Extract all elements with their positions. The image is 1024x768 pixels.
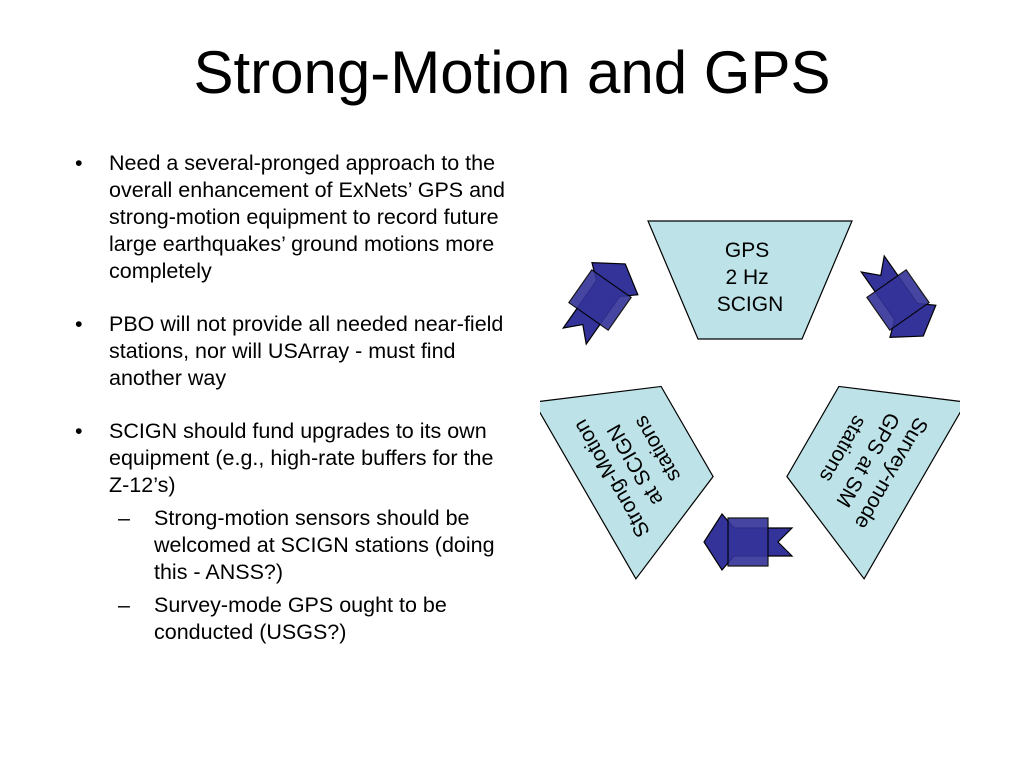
bullet-text: Need a several-pronged approach to the o… <box>109 151 505 283</box>
top-box <box>647 220 853 340</box>
ribbon-arrow-bottom-icon <box>703 512 794 572</box>
sub-bullet-list: Strong-motion sensors should be welcomed… <box>109 505 512 646</box>
ribbon-arrow-upper-right-icon <box>859 254 937 338</box>
bullet-text: SCIGN should fund upgrades to its own eq… <box>109 419 494 497</box>
right-box <box>786 385 960 580</box>
top-box-line: GPS <box>725 239 769 262</box>
top-box-line: SCIGN <box>717 293 784 316</box>
slide-title: Strong-Motion and GPS <box>193 39 831 106</box>
sub-bullet-item: Survey-mode GPS ought to be conducted (U… <box>109 592 512 646</box>
sub-bullet-text: Strong-motion sensors should be welcomed… <box>154 506 495 584</box>
bullet-item: SCIGN should fund upgrades to its own eq… <box>72 418 512 646</box>
left-box <box>540 385 714 580</box>
sub-bullet-text: Survey-mode GPS ought to be conducted (U… <box>154 593 447 644</box>
bullet-item: Need a several-pronged approach to the o… <box>72 150 512 285</box>
top-box-line: 2 Hz <box>725 266 768 289</box>
bullet-list: Need a several-pronged approach to the o… <box>72 150 512 672</box>
top-box-text: GPS 2 Hz SCIGN <box>717 239 784 316</box>
sub-bullet-item: Strong-motion sensors should be welcomed… <box>109 505 512 586</box>
bullet-item: PBO will not provide all needed near-fie… <box>72 311 512 392</box>
bullet-text: PBO will not provide all needed near-fie… <box>109 312 504 390</box>
ribbon-arrow-upper-left-icon <box>561 262 639 346</box>
cycle-diagram: GPS 2 Hz SCIGN Strong-Motion at SCIGN st… <box>540 220 960 580</box>
